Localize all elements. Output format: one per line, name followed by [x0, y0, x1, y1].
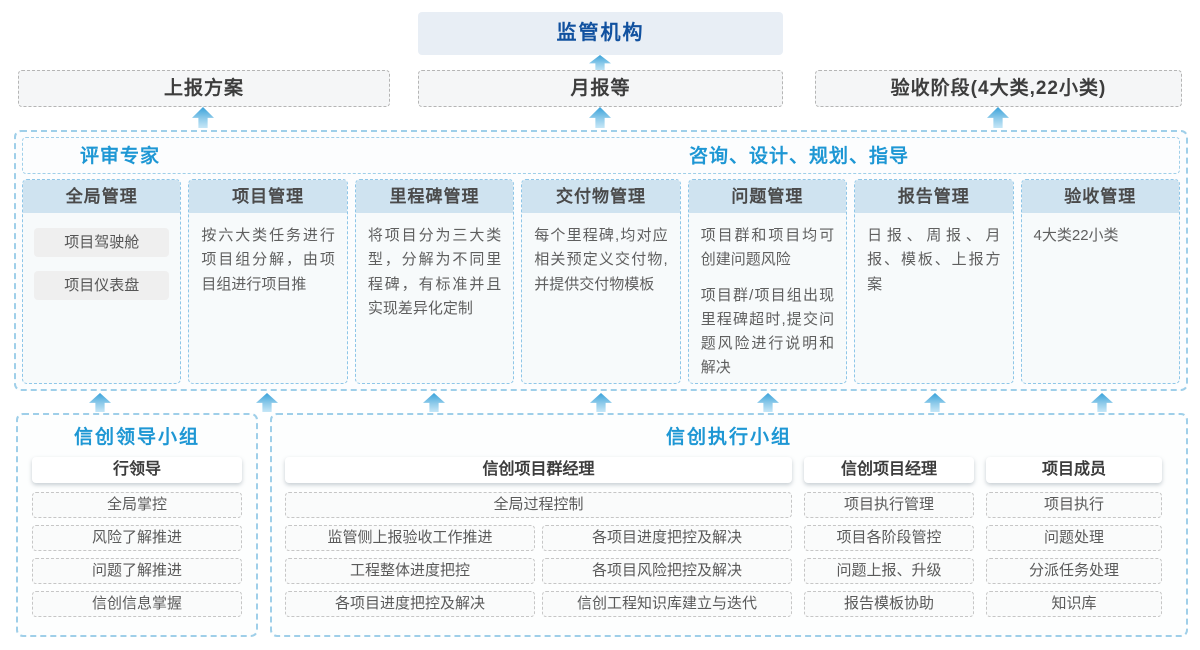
arrow-up-icon [590, 393, 612, 412]
duty-item: 项目各阶段管控 [804, 525, 974, 551]
column-body: 将项目分为三大类型，分解为不同里程碑，有标准并且实现差异化定制 [356, 213, 513, 343]
duty-item: 信创信息掌握 [32, 591, 242, 617]
duty-item: 报告模板协助 [804, 591, 974, 617]
column-paragraph: 项目群/项目组出现里程碑超时,提交问题风险进行说明和解决 [700, 286, 835, 377]
role-project-member: 项目成员 [986, 457, 1162, 483]
column-body: 每个里程碑,均对应相关预定义交付物,并提供交付物模板 [522, 213, 679, 319]
leadership-group-body: 行领导 全局掌控 风险了解推进 问题了解推进 信创信息掌握 [18, 455, 256, 617]
column-title: 报告管理 [855, 180, 1013, 213]
column-paragraph: 项目群和项目均可创建问题风险 [700, 227, 835, 269]
duty-item: 各项目风险把控及解决 [542, 558, 792, 584]
column-report-management: 报告管理 日报、周报、月报、模板、上报方案 [854, 179, 1014, 384]
arrow-up-icon [256, 393, 278, 412]
arrow-up-icon [192, 107, 214, 128]
role-program-manager: 信创项目群经理 [285, 457, 792, 483]
execution-group-title: 信创执行小组 [665, 427, 792, 448]
column-body: 日报、周报、月报、模板、上报方案 [855, 213, 1012, 319]
duty-item: 问题处理 [986, 525, 1162, 551]
expert-header-bar: 评审专家 咨询、设计、规划、指导 [22, 137, 1180, 174]
duty-item: 监管侧上报验收工作推进 [285, 525, 535, 551]
arrow-up-icon [924, 393, 946, 412]
chip-cockpit: 项目驾驶舱 [34, 228, 170, 257]
column-body: 项目驾驶舱 项目仪表盘 [23, 213, 180, 315]
column-title: 全局管理 [23, 180, 181, 213]
role-project-manager: 信创项目经理 [804, 457, 974, 483]
arrow-up-icon [589, 55, 611, 71]
column-body: 4大类22小类 [1022, 213, 1179, 270]
report-box-acceptance: 验收阶段(4大类,22小类) [815, 70, 1182, 107]
column-paragraph: 每个里程碑,均对应相关预定义交付物,并提供交付物模板 [534, 227, 668, 293]
section-program-manager: 信创项目群经理 全局过程控制 监管侧上报验收工作推进 各项目进度把控及解决 工程… [285, 457, 792, 617]
column-title: 验收管理 [1021, 180, 1179, 213]
column-issue-management: 问题管理 项目群和项目均可创建问题风险 项目群/项目组出现里程碑超时,提交问题风… [687, 179, 848, 384]
leadership-group-title: 信创领导小组 [73, 427, 200, 448]
consulting-label: 咨询、设计、规划、指导 [688, 146, 909, 167]
duty-item: 问题了解推进 [32, 558, 242, 584]
role-bank-leader: 行领导 [32, 457, 242, 483]
execution-group-body: 信创项目群经理 全局过程控制 监管侧上报验收工作推进 各项目进度把控及解决 工程… [272, 455, 1186, 617]
arrow-up-icon [757, 393, 779, 412]
report-box-monthly: 月报等 [418, 70, 783, 107]
leadership-group-panel: 信创领导小组 行领导 全局掌控 风险了解推进 问题了解推进 信创信息掌握 [16, 413, 258, 637]
arrow-up-icon [987, 107, 1009, 128]
duty-item: 全局过程控制 [285, 492, 792, 518]
column-paragraph: 4大类22小类 [1033, 227, 1119, 244]
duty-item: 工程整体进度把控 [285, 558, 535, 584]
execution-group-panel: 信创执行小组 信创项目群经理 全局过程控制 监管侧上报验收工作推进 各项目进度把… [270, 413, 1188, 637]
duty-item: 知识库 [986, 591, 1162, 617]
column-paragraph: 将项目分为三大类型，分解为不同里程碑，有标准并且实现差异化定制 [367, 227, 502, 317]
duty-item: 各项目进度把控及解决 [542, 525, 792, 551]
report-box-plan: 上报方案 [18, 70, 390, 107]
duty-item: 各项目进度把控及解决 [285, 591, 535, 617]
duty-item: 风险了解推进 [32, 525, 242, 551]
chip-dashboard: 项目仪表盘 [34, 271, 170, 300]
regulator-box: 监管机构 [418, 12, 783, 55]
arrow-up-icon [1091, 393, 1113, 412]
arrow-up-icon [89, 393, 111, 412]
column-project-management: 项目管理 按六大类任务进行项目组分解，由项目组进行项目推 [188, 179, 348, 384]
management-columns: 全局管理 项目驾驶舱 项目仪表盘 项目管理 按六大类任务进行项目组分解，由项目组… [22, 179, 1180, 384]
column-acceptance-management: 验收管理 4大类22小类 [1020, 179, 1180, 384]
section-project-member: 项目成员 项目执行 问题处理 分派任务处理 知识库 [986, 457, 1162, 617]
review-expert-label: 评审专家 [79, 146, 160, 167]
column-title: 交付物管理 [522, 180, 680, 213]
column-paragraph: 按六大类任务进行项目组分解，由项目组进行项目推 [201, 227, 335, 293]
column-paragraph: 日报、周报、月报、模板、上报方案 [867, 227, 1001, 293]
arrow-up-icon [423, 393, 445, 412]
column-global-management: 全局管理 项目驾驶舱 项目仪表盘 [22, 179, 182, 384]
column-title: 项目管理 [189, 180, 347, 213]
column-deliverable-management: 交付物管理 每个里程碑,均对应相关预定义交付物,并提供交付物模板 [521, 179, 681, 384]
management-platform-panel: 评审专家 咨询、设计、规划、指导 全局管理 项目驾驶舱 项目仪表盘 项目管理 按… [14, 130, 1188, 391]
duty-item: 信创工程知识库建立与迭代 [542, 591, 792, 617]
column-milestone-management: 里程碑管理 将项目分为三大类型，分解为不同里程碑，有标准并且实现差异化定制 [354, 179, 515, 384]
duty-item: 项目执行管理 [804, 492, 974, 518]
column-body: 按六大类任务进行项目组分解，由项目组进行项目推 [189, 213, 346, 319]
column-body: 项目群和项目均可创建问题风险 项目群/项目组出现里程碑超时,提交问题风险进行说明… [689, 213, 846, 383]
duty-item: 问题上报、升级 [804, 558, 974, 584]
arrow-up-icon [589, 107, 611, 128]
section-project-manager: 信创项目经理 项目执行管理 项目各阶段管控 问题上报、升级 报告模板协助 [804, 457, 974, 617]
duty-item: 项目执行 [986, 492, 1162, 518]
duty-item: 全局掌控 [32, 492, 242, 518]
duty-item: 分派任务处理 [986, 558, 1162, 584]
column-title: 问题管理 [688, 180, 847, 213]
column-title: 里程碑管理 [355, 180, 514, 213]
